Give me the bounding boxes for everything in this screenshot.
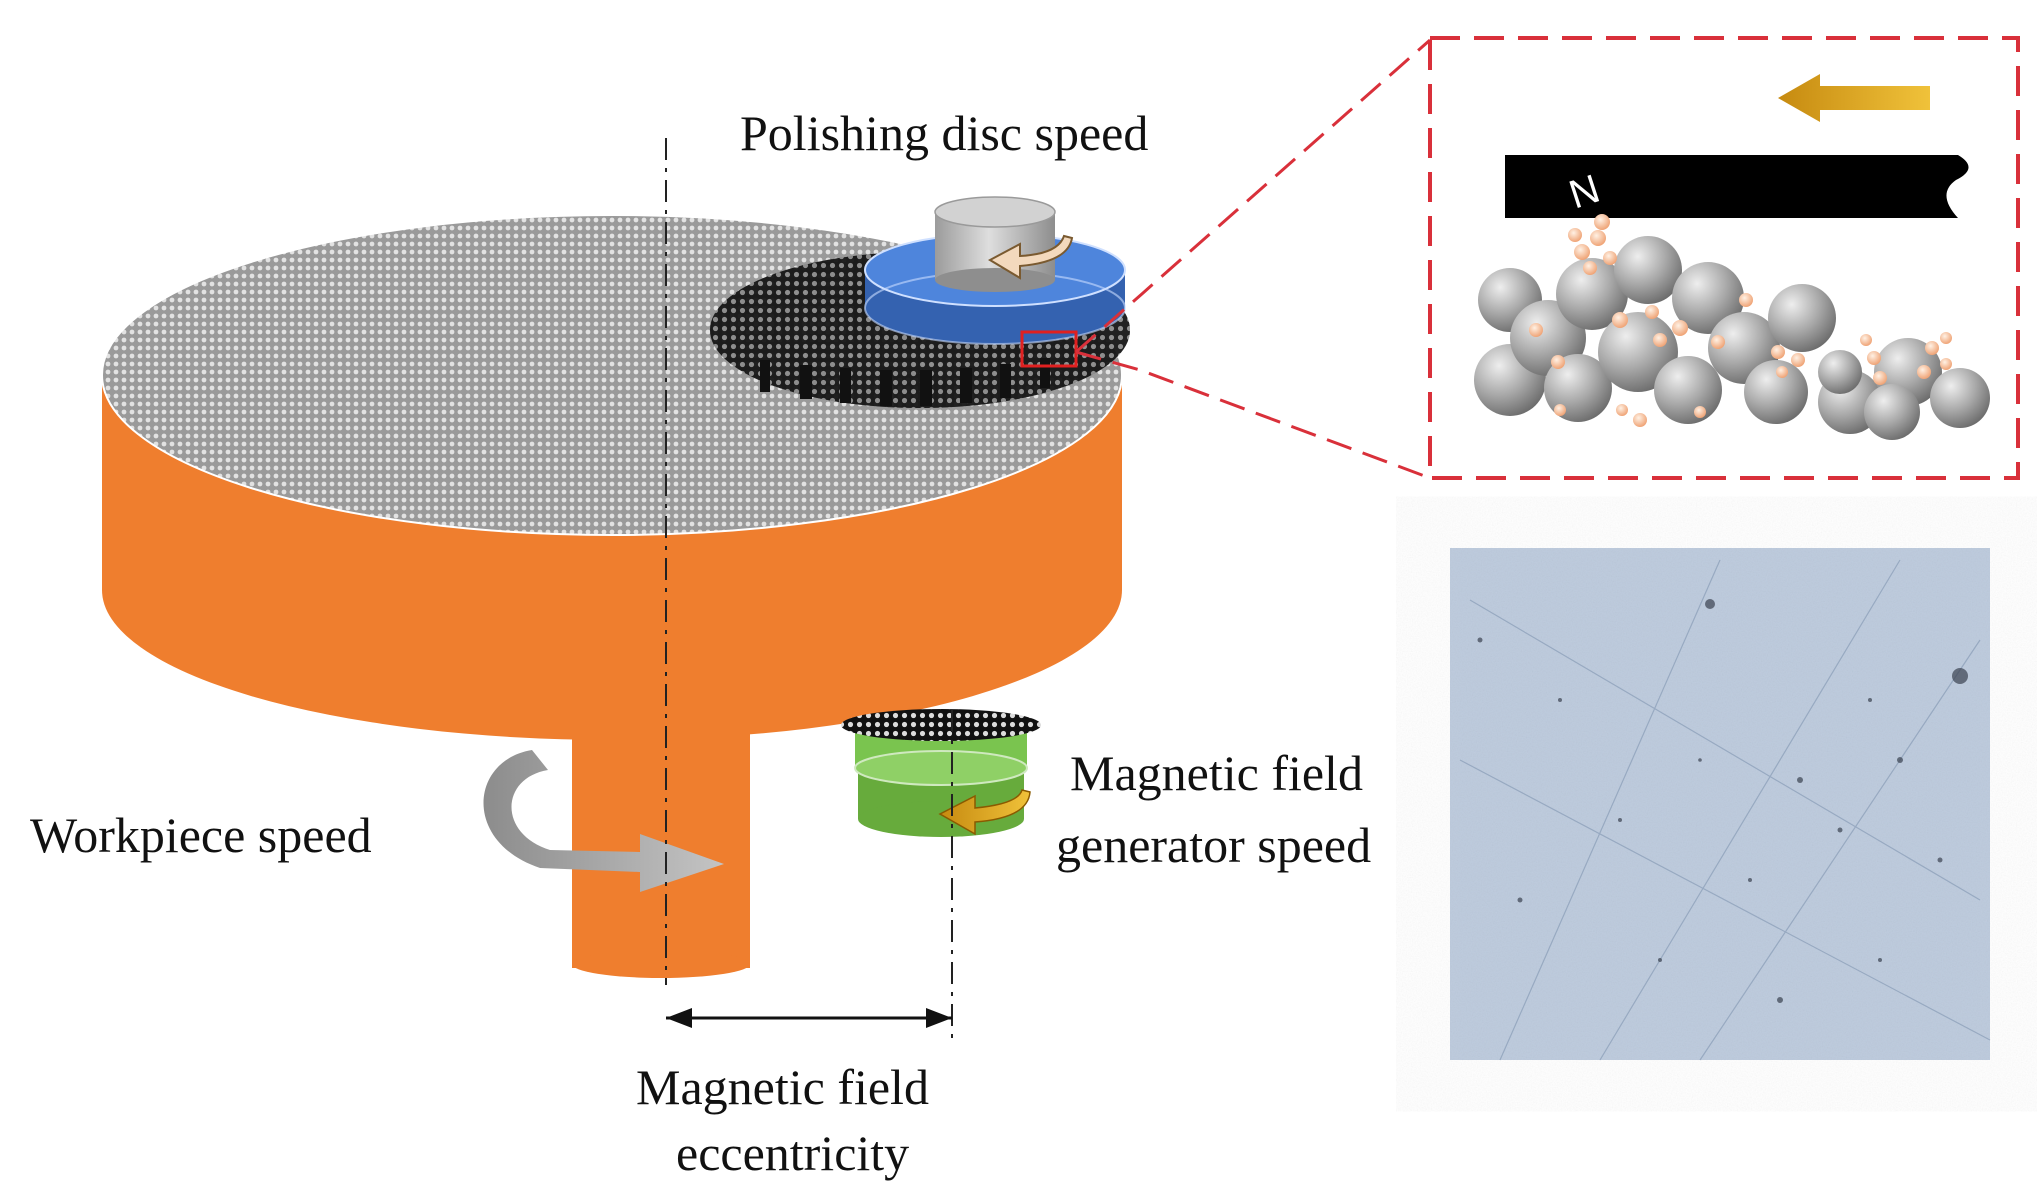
tool-motion-arrow [1778,74,1930,122]
polishing-disc-speed-label: Polishing disc speed [740,105,1149,161]
workpiece-speed-label: Workpiece speed [30,807,372,863]
zoom-leader-lines [1075,38,1431,480]
polishing-disc-rotation-arrow [987,234,1074,280]
generator-speed-label-line2: generator speed [1056,817,1372,873]
abrasive-particles [1529,214,1952,427]
polishing-disc-shaft [934,196,1056,292]
workpiece-shaft-end [572,950,750,978]
eccentricity-label-line2: eccentricity [676,1125,910,1181]
zoom-source-marker [1020,330,1078,368]
workpiece-shaft [572,700,750,968]
eccentricity-dimension [666,1008,952,1028]
magnetic-field-generator [841,709,1041,837]
generator-rotation-arrow [938,789,1031,836]
magnet-bar [1505,155,1969,218]
generator-speed-label-line1: Magnetic field [1070,745,1363,801]
magnetic-particle-cluster [1474,236,1990,440]
surface-micrograph [1450,548,1991,1061]
eccentricity-label-line1: Magnetic field [636,1059,929,1115]
workpiece-rotation-arrow [483,750,724,892]
